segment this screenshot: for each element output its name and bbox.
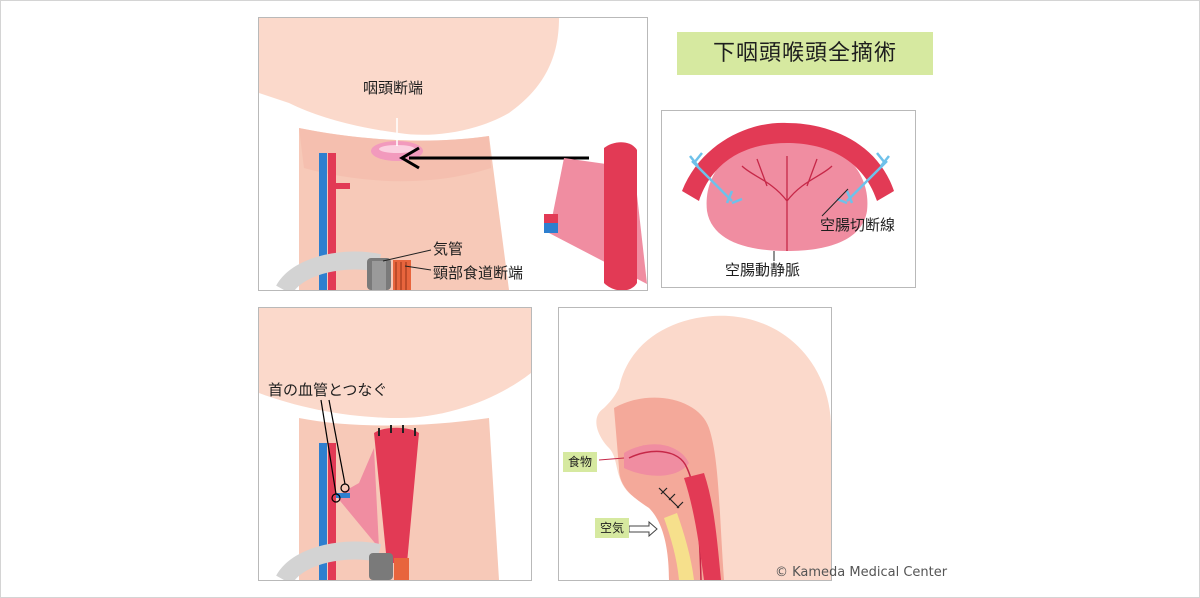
jejunum-segment bbox=[604, 142, 637, 290]
esophagus-stripes bbox=[395, 262, 407, 290]
panel-side-view bbox=[558, 307, 832, 581]
panel-neck-resection bbox=[258, 17, 648, 291]
head-shape-2 bbox=[259, 308, 531, 418]
panel-jejunum bbox=[661, 110, 916, 288]
cut-line-pointer bbox=[821, 188, 849, 217]
transfer-arrow-head bbox=[399, 146, 420, 170]
vein-line bbox=[319, 153, 327, 290]
oral-cavity bbox=[614, 397, 724, 580]
trachea-tube-2 bbox=[276, 541, 382, 580]
label-esophagus-stump: 頸部食道断端 bbox=[433, 264, 524, 282]
vessel-pointer-1 bbox=[320, 399, 337, 495]
label-jejunum-cut-line: 空腸切断線 bbox=[820, 216, 896, 234]
head-shape bbox=[259, 18, 559, 135]
label-jejunal-vessels: 空腸動静脈 bbox=[725, 261, 801, 279]
jejunum-loop bbox=[682, 122, 894, 201]
label-food: 食物 bbox=[563, 452, 598, 472]
copyright-text: © Kameda Medical Center bbox=[775, 565, 948, 580]
trachea-stump-2 bbox=[369, 553, 393, 580]
side-view-illustration bbox=[596, 315, 831, 580]
neck-resection-illustration bbox=[259, 18, 647, 290]
tongue bbox=[624, 444, 689, 476]
right-cut-line bbox=[836, 152, 890, 205]
air-arrow bbox=[628, 520, 658, 538]
label-trachea: 気管 bbox=[433, 240, 464, 258]
graft-artery-stub bbox=[544, 214, 558, 223]
graft-vein-stub bbox=[544, 223, 558, 233]
label-air: 空気 bbox=[595, 518, 630, 538]
vein-anastomosis bbox=[336, 493, 350, 498]
trachea-rings bbox=[372, 261, 386, 290]
sutures-side bbox=[658, 487, 684, 509]
upper-sutures bbox=[378, 425, 416, 436]
esophagus-pointer bbox=[404, 265, 432, 271]
trachea-pointer bbox=[382, 249, 432, 262]
graft-esophagus bbox=[684, 473, 721, 580]
artery-line-2 bbox=[328, 443, 336, 580]
panel-reconstruction bbox=[258, 307, 532, 581]
page-title: 下咽頭喉頭全摘術 bbox=[677, 32, 933, 75]
vein-line-2 bbox=[319, 443, 327, 580]
graft-jejunum bbox=[374, 427, 419, 563]
vessel-pointer-2 bbox=[328, 399, 346, 485]
food-pointer bbox=[598, 457, 625, 461]
artery-branch bbox=[336, 183, 350, 189]
mesenteric-vessels bbox=[741, 156, 833, 251]
label-connect-neck-vessels: 首の血管とつなぐ bbox=[268, 381, 388, 399]
label-pharynx-stump: 咽頭断端 bbox=[363, 79, 424, 97]
reconstruction-illustration bbox=[259, 308, 531, 580]
left-cut-line bbox=[689, 152, 743, 205]
pharynx-opening bbox=[379, 145, 415, 153]
esophagus-join bbox=[394, 558, 409, 580]
graft-mesentery bbox=[336, 448, 379, 548]
trachea-side bbox=[664, 513, 694, 580]
artery-line bbox=[328, 153, 336, 290]
jejunum-illustration bbox=[682, 122, 894, 261]
